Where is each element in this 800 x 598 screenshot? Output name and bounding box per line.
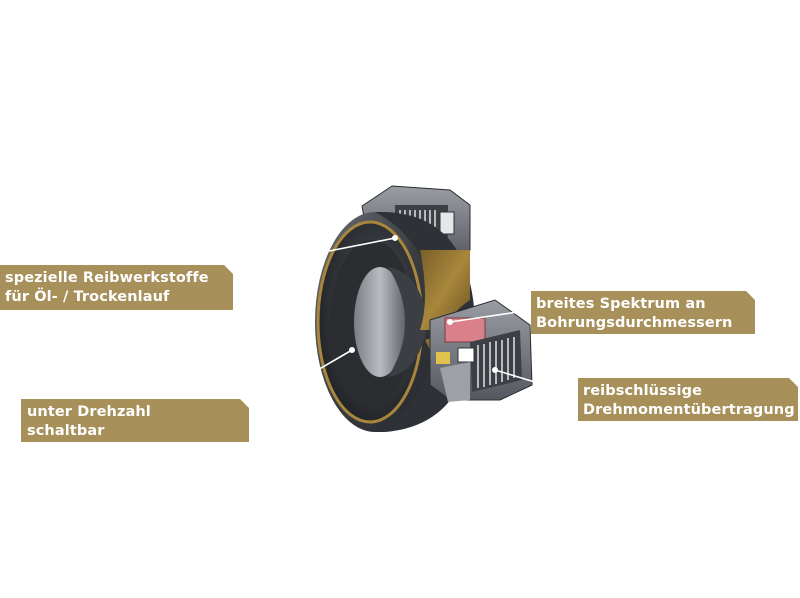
leader-lines [232,235,579,411]
housing-lower [429,299,533,402]
callout-line: für Öl- / Trockenlauf [5,289,170,305]
callout-line: reibschlüssige [583,383,703,399]
callout-line: Bohrungsdurchmessern [536,315,733,331]
callout-line: unter Drehzahl [27,404,151,420]
callout-switchable-at-speed: unter Drehzahl schaltbar [21,399,249,442]
callout-torque-transmission: reibschlüssige Drehmomentübertragung [578,378,798,421]
spring-pack-lower [477,337,515,388]
callout-line: schaltbar [27,423,105,439]
callout-line: spezielle Reibwerkstoffe [5,270,209,286]
callout-line: breites Spektrum an [536,296,706,312]
callout-bore-diameters: breites Spektrum an Bohrungsdurchmessern [531,291,755,334]
callout-line: Drehmomentübertragung [583,402,795,418]
callout-friction-materials: spezielle Reibwerkstoffe für Öl- / Trock… [0,265,233,310]
